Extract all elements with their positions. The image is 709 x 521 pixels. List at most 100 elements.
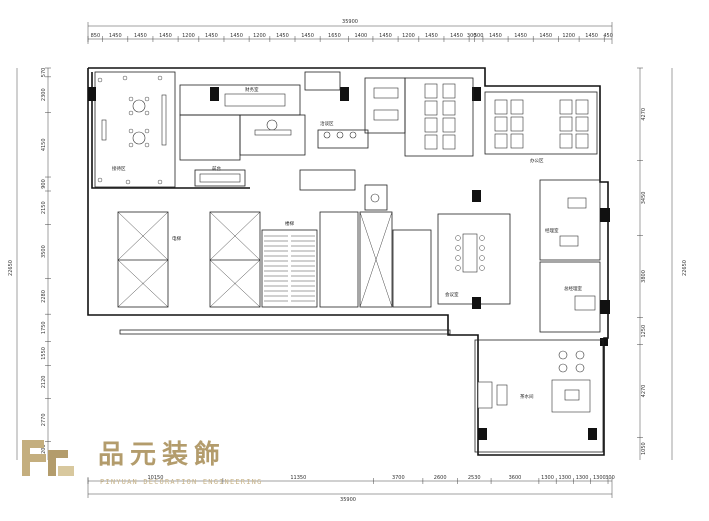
lounge-room: 茶水间 bbox=[474, 339, 604, 453]
top-total-dimension: 35900 bbox=[342, 19, 358, 25]
right-total-dimension: 22650 bbox=[682, 260, 688, 276]
right-segment-dimension: 1050 bbox=[641, 442, 647, 455]
right-segment-dimension: 3800 bbox=[641, 270, 647, 283]
bottom-segment-dimension: 1300 bbox=[576, 475, 589, 481]
workstation-desk bbox=[510, 133, 524, 149]
left-segment-dimension: 1550 bbox=[41, 347, 47, 360]
right-segment-dimension: 4270 bbox=[641, 385, 647, 398]
left-segment-dimension: 1200 bbox=[41, 444, 47, 457]
top-segment-dimension: 1200 bbox=[562, 33, 575, 39]
room-label-manager: 经理室 bbox=[545, 227, 559, 234]
workstation-desk bbox=[424, 83, 438, 99]
room-label-meeting: 会议室 bbox=[445, 291, 459, 298]
workstation-desk bbox=[424, 134, 438, 150]
meeting-chair bbox=[479, 245, 485, 251]
top-segment-dimension: 1450 bbox=[489, 33, 502, 39]
top-segment-dimension: 1200 bbox=[253, 33, 266, 39]
negotiation-zone: 洽谈区 bbox=[299, 71, 406, 211]
workstation-desk bbox=[494, 133, 508, 149]
top-segment-dimension: 1200 bbox=[182, 33, 195, 39]
workstation-desk bbox=[575, 116, 589, 132]
left-total-dimension: 22650 bbox=[8, 260, 14, 276]
room-label-finance: 财务室 bbox=[245, 86, 259, 93]
top-segment-dimension: 1450 bbox=[205, 33, 218, 39]
bottom-segment-dimension: 1300 bbox=[593, 475, 606, 481]
meeting-chair bbox=[479, 235, 485, 241]
bottom-segment-dimension: 1300 bbox=[558, 475, 571, 481]
meeting-chair bbox=[455, 235, 461, 241]
manager-rooms: 经理室 总经理室 bbox=[539, 179, 610, 346]
bottom-segment-dimension: 2600 bbox=[434, 475, 447, 481]
logo-subtitle: PINYUAN DECORATION ENGINEERING bbox=[100, 478, 262, 486]
top-segment-dimension: 1450 bbox=[109, 33, 122, 39]
left-segment-dimension: 2150 bbox=[41, 201, 47, 214]
room-label-pantry: 茶水间 bbox=[520, 393, 534, 400]
top-segment-dimension: 1450 bbox=[276, 33, 289, 39]
room-label-stairs: 楼梯 bbox=[285, 220, 294, 227]
meeting-chair bbox=[479, 265, 485, 271]
room-label-reception: 接待区 bbox=[112, 165, 126, 172]
logo-name: 品元装飾 bbox=[98, 439, 226, 470]
top-segment-dimension: 1450 bbox=[425, 33, 438, 39]
room-label-negotiation: 洽谈区 bbox=[320, 120, 334, 127]
left-segment-dimension: 4150 bbox=[41, 138, 47, 151]
top-segment-dimension: 1450 bbox=[159, 33, 172, 39]
right-segment-dimension: 3450 bbox=[641, 192, 647, 205]
room-label-front-desk: 前台 bbox=[212, 165, 221, 172]
workstation-desk bbox=[442, 100, 456, 116]
bottom-segment-dimension: 10150 bbox=[147, 475, 163, 481]
meeting-chair bbox=[455, 255, 461, 261]
top-segment-dimension: 1450 bbox=[539, 33, 552, 39]
right-dimensions: 22650 4270 3450 3800 1250 4270 1050 bbox=[637, 67, 688, 460]
workstation-desk bbox=[559, 99, 573, 115]
workstation-desk bbox=[575, 133, 589, 149]
top-segment-dimension: 1400 bbox=[354, 33, 367, 39]
workstation-desk bbox=[494, 99, 508, 115]
left-segment-dimension: 2280 bbox=[41, 290, 47, 303]
top-segment-dimension: 1450 bbox=[301, 33, 314, 39]
bottom-segment-dimension: 1300 bbox=[541, 475, 554, 481]
bottom-segment-dimension: 3600 bbox=[509, 475, 522, 481]
left-segment-dimension: 900 bbox=[41, 179, 47, 189]
reception-zone: 接待区 bbox=[88, 71, 481, 188]
workstation-desk bbox=[559, 116, 573, 132]
workstation-desk bbox=[442, 134, 456, 150]
bottom-segment-dimension: 11350 bbox=[290, 475, 306, 481]
left-dimensions: 22650 570 2300 4150 900 2150 3500 2280 1750 1550… bbox=[8, 68, 51, 460]
left-segment-dimension: 3500 bbox=[41, 245, 47, 258]
top-segment-dimension: 300 bbox=[467, 33, 477, 39]
workstation-desk bbox=[494, 116, 508, 132]
top-segment-dimension: 1450 bbox=[230, 33, 243, 39]
workstation-desk bbox=[424, 117, 438, 133]
top-segment-dimension: 1450 bbox=[379, 33, 392, 39]
bottom-segment-dimension: 300 bbox=[605, 475, 615, 481]
meeting-chair bbox=[479, 255, 485, 261]
left-segment-dimension: 1750 bbox=[41, 321, 47, 334]
open-office-zone: 办公区 bbox=[404, 77, 598, 164]
bottom-segment-dimension: 2530 bbox=[468, 475, 481, 481]
finance-zone: 财务室 前台 bbox=[179, 84, 306, 187]
top-segment-dimension: 1650 bbox=[328, 33, 341, 39]
workstation-desk bbox=[424, 100, 438, 116]
top-segment-dimension: 1450 bbox=[514, 33, 527, 39]
top-segment-dimension: 500 bbox=[474, 33, 484, 39]
workstation-desk bbox=[510, 99, 524, 115]
meeting-chair bbox=[455, 245, 461, 251]
meeting-room: 会议室 bbox=[437, 190, 511, 309]
workstation-desk bbox=[575, 99, 589, 115]
core-zone: 电梯 楼梯 bbox=[117, 211, 451, 335]
left-segment-dimension: 2300 bbox=[41, 88, 47, 101]
company-logo: 品元装飾 PINYUAN DECORATION ENGINEERING bbox=[22, 439, 262, 486]
left-segment-dimension: 570 bbox=[41, 68, 47, 78]
workstation-desk bbox=[442, 83, 456, 99]
right-segment-dimension: 4270 bbox=[641, 108, 647, 121]
right-segment-dimension: 1250 bbox=[641, 325, 647, 338]
room-label-elevator: 电梯 bbox=[172, 235, 181, 242]
top-segment-dimension: 1450 bbox=[450, 33, 463, 39]
bottom-segment-dimension: 3700 bbox=[392, 475, 405, 481]
room-label-gm-office: 总经理室 bbox=[564, 285, 582, 292]
meeting-chair bbox=[455, 265, 461, 271]
